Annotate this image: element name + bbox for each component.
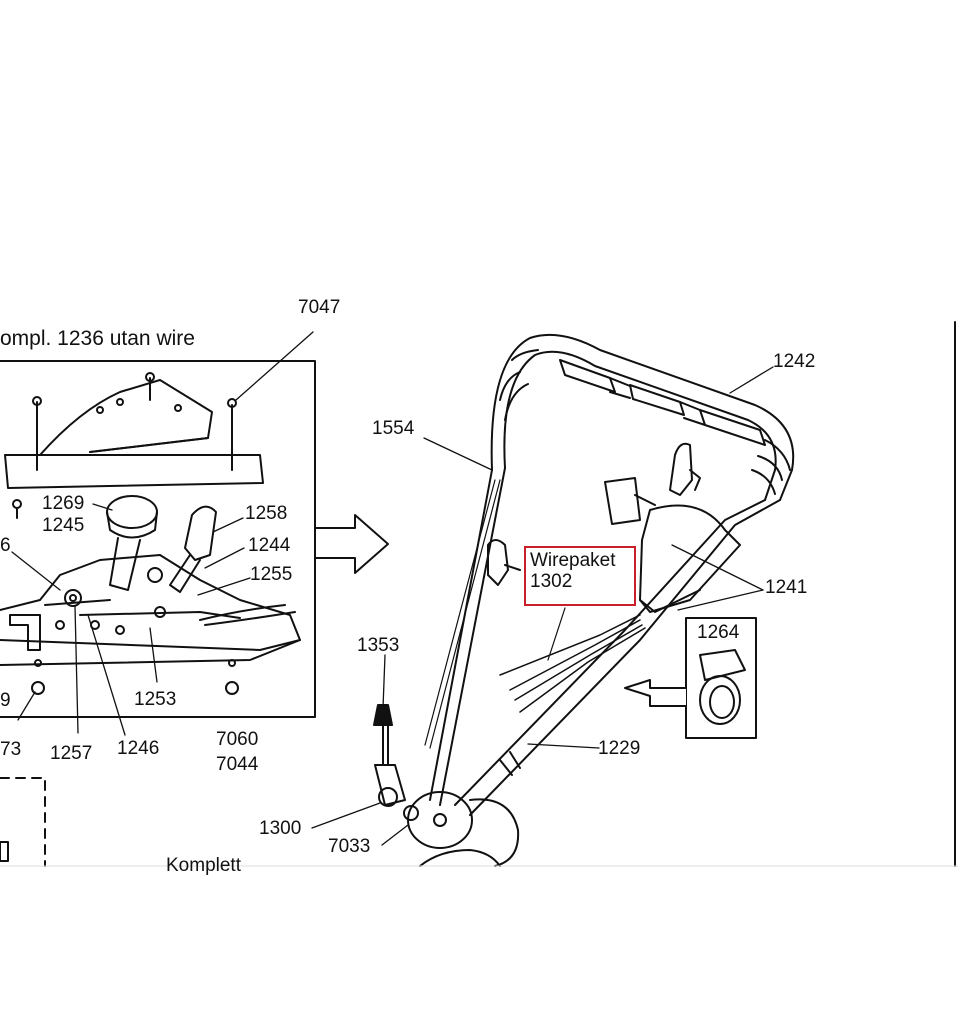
label-1300: 1300 xyxy=(259,818,302,839)
label-1253: 1253 xyxy=(134,689,177,710)
inset-title: ompl. 1236 utan wire xyxy=(0,327,195,350)
small-square xyxy=(0,841,9,862)
label-1264: 1264 xyxy=(697,622,740,643)
screw-part xyxy=(12,499,22,519)
detail-box-1264 xyxy=(624,617,757,739)
dashed-box xyxy=(0,777,46,867)
annotation-line-1: Wirepaket xyxy=(530,550,616,571)
label-1242: 1242 xyxy=(773,351,816,372)
label-1245: 1245 xyxy=(42,515,85,536)
label-1353: 1353 xyxy=(357,635,400,656)
control-box xyxy=(604,442,741,613)
handle-frame xyxy=(424,333,795,816)
label-9: 9 xyxy=(0,690,11,711)
label-1244: 1244 xyxy=(248,535,291,556)
inset-frame xyxy=(0,360,316,718)
leader-lines-main xyxy=(311,366,774,846)
lever-part xyxy=(169,505,217,593)
knob-part xyxy=(106,495,158,591)
label-7060: 7060 xyxy=(216,729,259,750)
label-komplett: Komplett xyxy=(166,855,241,876)
wire-bundle xyxy=(499,607,646,713)
cover-plate xyxy=(4,372,264,489)
label-1255: 1255 xyxy=(250,564,293,585)
leader-lines-inset xyxy=(11,331,314,736)
mechanism-base xyxy=(0,554,301,695)
label-7047: 7047 xyxy=(298,297,341,318)
label-7033: 7033 xyxy=(328,836,371,857)
label-1241: 1241 xyxy=(765,577,808,598)
label-6: 6 xyxy=(0,535,11,556)
label-1229: 1229 xyxy=(598,738,641,759)
wirepaket-annotation: Wirepaket 1302 xyxy=(524,546,636,606)
label-1246: 1246 xyxy=(117,738,160,759)
adjust-knob xyxy=(373,704,419,821)
label-1269: 1269 xyxy=(42,493,85,514)
label-7044: 7044 xyxy=(216,754,259,775)
arrow-right xyxy=(314,514,389,574)
annotation-line-2: 1302 xyxy=(530,571,573,592)
cable-clip xyxy=(487,539,521,586)
wheel-part xyxy=(407,791,520,867)
label-1257: 1257 xyxy=(50,743,93,764)
label-1554: 1554 xyxy=(372,418,415,439)
label-73: 73 xyxy=(0,739,22,760)
label-1258: 1258 xyxy=(245,503,288,524)
